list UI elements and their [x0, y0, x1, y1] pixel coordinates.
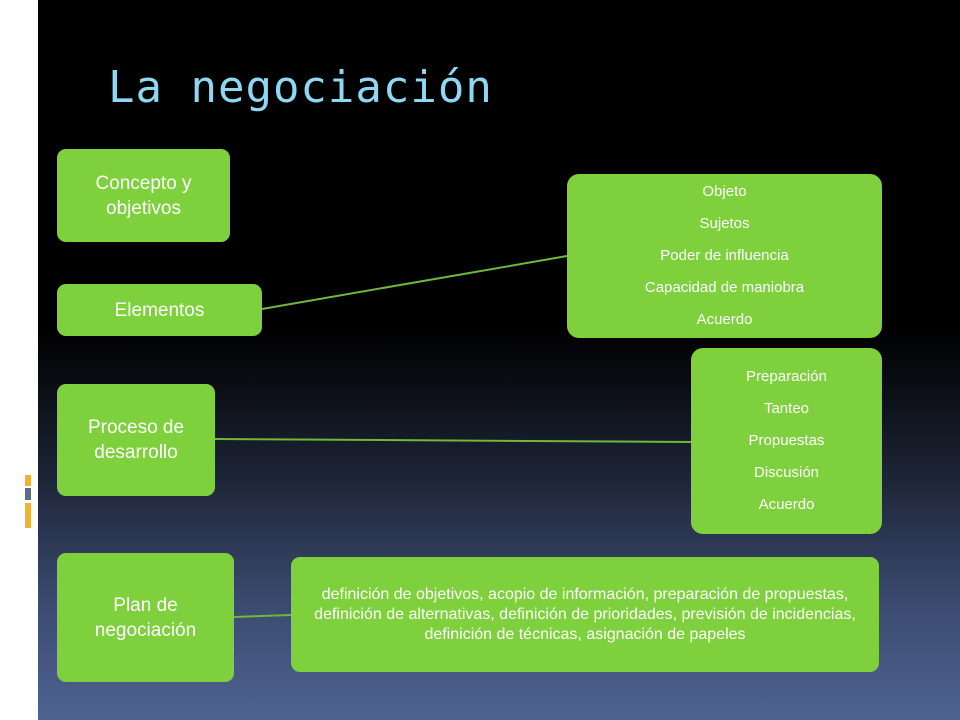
detail-box-elementos: Objeto Sujetos Poder de influencia Capac…	[567, 174, 882, 338]
detail-proceso-item: Propuestas	[748, 432, 825, 449]
box-plan-line-2: negociación	[94, 619, 197, 641]
detail-elementos-item: Capacidad de maniobra	[644, 279, 805, 296]
box-proceso-line-2: desarrollo	[94, 442, 178, 463]
box-concepto-y-objetivos: Concepto y objetivos	[57, 149, 230, 242]
decorative-stripes	[25, 475, 31, 528]
connector-proceso	[214, 438, 692, 443]
detail-plan-text: definición de objetivos, acopio de infor…	[314, 585, 856, 643]
detail-proceso-item: Acuerdo	[758, 496, 815, 513]
box-plan-line-1: Plan de	[113, 594, 178, 616]
detail-box-proceso: Preparación Tanteo Propuestas Discusión …	[691, 348, 882, 534]
detail-proceso-item: Preparación	[746, 368, 827, 385]
box-proceso-de-desarrollo: Proceso de desarrollo	[57, 384, 215, 496]
box-elementos-label: Elementos	[114, 299, 205, 321]
detail-proceso-item: Discusión	[753, 464, 820, 481]
detail-elementos-item: Objeto	[702, 183, 747, 200]
left-white-panel	[0, 0, 38, 720]
detail-proceso-item: Tanteo	[763, 400, 810, 417]
detail-elementos-item: Acuerdo	[696, 311, 753, 328]
connector-plan	[233, 614, 292, 618]
box-concepto-line-1: Concepto y	[95, 172, 192, 194]
stripe-yellow-1	[25, 475, 31, 486]
box-elementos: Elementos	[57, 284, 262, 336]
stripe-slate-1	[25, 488, 31, 500]
connector-elementos	[261, 255, 568, 310]
stripe-yellow-2	[25, 503, 31, 528]
slide-title: La negociación	[108, 62, 493, 113]
detail-elementos-item: Poder de influencia	[660, 247, 789, 264]
detail-box-plan: definición de objetivos, acopio de infor…	[291, 557, 879, 672]
box-plan-de-negociacion: Plan de negociación	[57, 553, 234, 682]
box-concepto-line-2: objetivos	[106, 197, 181, 219]
detail-elementos-item: Sujetos	[699, 215, 750, 232]
box-proceso-line-1: Proceso de	[87, 417, 185, 438]
